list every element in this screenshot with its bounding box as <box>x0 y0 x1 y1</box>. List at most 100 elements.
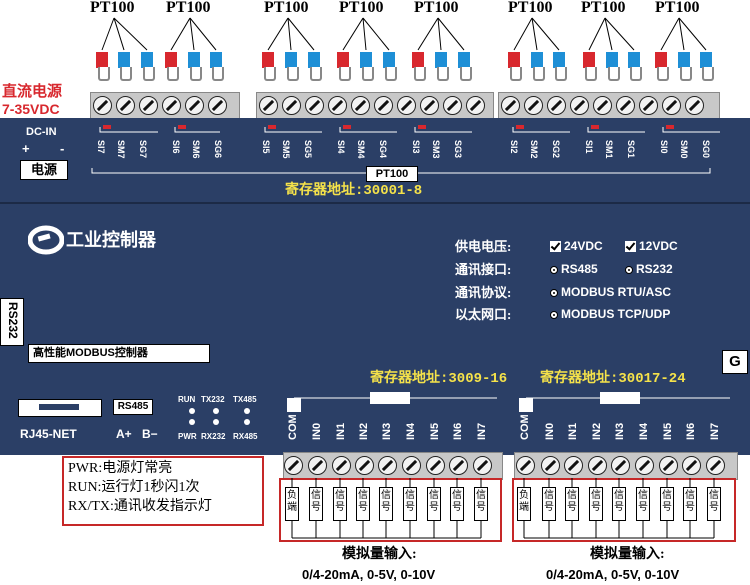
probe-lug <box>141 52 155 81</box>
terminal-screw-icon <box>593 96 612 115</box>
ai-terminal-label: IN3 <box>381 422 393 440</box>
probe-lug <box>412 52 426 81</box>
probe-lug-body <box>210 52 222 68</box>
terminal-screw-icon <box>208 96 227 115</box>
probe-lug-fork <box>510 67 522 81</box>
rs232-side-box <box>0 298 24 346</box>
pt100-lead <box>362 17 390 51</box>
red-marker <box>591 125 599 129</box>
probe-lug-fork <box>167 67 179 81</box>
radio-icon <box>550 265 558 274</box>
terminal-screw-icon <box>426 456 445 475</box>
pt100-lead <box>362 17 367 51</box>
pt100-label: PT100 <box>581 0 626 16</box>
probe-lug-body <box>458 52 470 68</box>
terminal-screw-icon <box>662 96 681 115</box>
radio-icon <box>550 310 558 319</box>
ai-terminal-label: IN3 <box>614 422 626 440</box>
power-title: 直流电源 <box>2 84 63 100</box>
led-label-pwr: PWR <box>178 432 197 441</box>
pt100-label: PT100 <box>90 0 135 16</box>
led-tx485 <box>244 408 250 414</box>
terminal-screw-icon <box>659 456 678 475</box>
pt100-lead <box>604 17 635 51</box>
legend-pwr: PWR:电源灯常亮 <box>68 461 173 476</box>
probe-lug-fork <box>608 67 620 81</box>
pt100-lead <box>417 17 439 51</box>
sensor-signal-box: 信号 <box>403 487 417 521</box>
led-legend-box <box>62 456 264 526</box>
led-label-rx485: RX485 <box>233 432 258 441</box>
ai-terminal-label: IN6 <box>685 422 697 440</box>
legend-run: RUN:运行灯1秒闪1次 <box>68 480 200 495</box>
terminal-screw-icon <box>449 456 468 475</box>
pt100-lead <box>342 17 364 51</box>
probe-lug-fork <box>680 67 692 81</box>
probe-lug <box>337 52 351 81</box>
power-label: 电源 <box>20 160 68 180</box>
pt100-lead <box>189 17 195 51</box>
pt100-label: PT100 <box>339 0 384 16</box>
terminal-screw-icon <box>685 96 704 115</box>
sensor-frame-2 <box>512 478 736 542</box>
sensor-signal-box: 信号 <box>589 487 603 521</box>
rj45-label: RJ45-NET <box>20 427 77 441</box>
probe-lug <box>700 52 714 81</box>
probe-lug-body <box>360 52 372 68</box>
rs485-label: RS485 <box>113 399 153 415</box>
protocol-label: 通讯协议: <box>455 285 512 300</box>
terminal-screw-icon <box>524 96 543 115</box>
analog-title-1: 模拟量输入: <box>342 547 417 562</box>
pt100-label: PT100 <box>264 0 309 16</box>
ai-terminal-label: IN1 <box>335 422 347 440</box>
probe-lug-fork <box>414 67 426 81</box>
brand-logo-icon <box>28 225 64 255</box>
ground-terminal: G <box>722 350 748 374</box>
dc-in-label: DC-IN <box>26 126 57 138</box>
sensor-wires <box>291 478 715 539</box>
ai-terminal-label: IN0 <box>544 422 556 440</box>
probe-lug-body <box>553 52 565 68</box>
sensor-signal-box: 信号 <box>450 487 464 521</box>
probe-lug-fork <box>555 67 567 81</box>
probe-lug <box>553 52 567 81</box>
ai-terminal-label: IN4 <box>405 422 417 440</box>
ai-terminal-label: IN0 <box>311 422 323 440</box>
probe-lug <box>531 52 545 81</box>
probe-lug-body <box>308 52 320 68</box>
probe-lug-fork <box>437 67 449 81</box>
rs485-b: B− <box>142 427 158 441</box>
ai-terminal-label: IN7 <box>709 422 721 440</box>
pt100-lead <box>113 17 148 51</box>
probe-lug-fork <box>143 67 155 81</box>
probe-lug <box>678 52 692 81</box>
probe-lug <box>583 52 597 81</box>
power-voltage: 7-35VDC <box>2 101 60 117</box>
sensor-frame-1 <box>279 478 502 542</box>
rj45-port[interactable] <box>18 399 102 417</box>
terminal-screw-icon <box>473 456 492 475</box>
register-ai-1: 寄存器地址:3009-16 <box>370 371 508 387</box>
terminal-screw-icon <box>116 96 135 115</box>
dc-plus: + <box>22 141 30 156</box>
sensor-signal-box: 信号 <box>379 487 393 521</box>
probe-lug-body <box>700 52 712 68</box>
probe-lug-body <box>165 52 177 68</box>
probe-lug-body <box>262 52 274 68</box>
terminal-screw-icon <box>682 456 701 475</box>
pt100-lead <box>588 17 606 51</box>
probe-lug-body <box>96 52 108 68</box>
register-ai-2: 寄存器地址:30017-24 <box>540 371 686 387</box>
pt100-bar-label: PT100 <box>366 166 418 182</box>
brand-name: 工业控制器 <box>66 230 156 250</box>
terminal-screw-icon <box>541 456 560 475</box>
pt100-lead <box>189 17 217 51</box>
red-marker <box>418 125 426 129</box>
pt100-lead <box>437 17 442 51</box>
probe-lug <box>285 52 299 81</box>
probe-lug-body <box>531 52 543 68</box>
probe-lug <box>606 52 620 81</box>
analog-range-1: 0/4-20mA, 0-5V, 0-10V <box>302 567 436 582</box>
led-tx232 <box>213 408 219 414</box>
probe-lug <box>655 52 669 81</box>
